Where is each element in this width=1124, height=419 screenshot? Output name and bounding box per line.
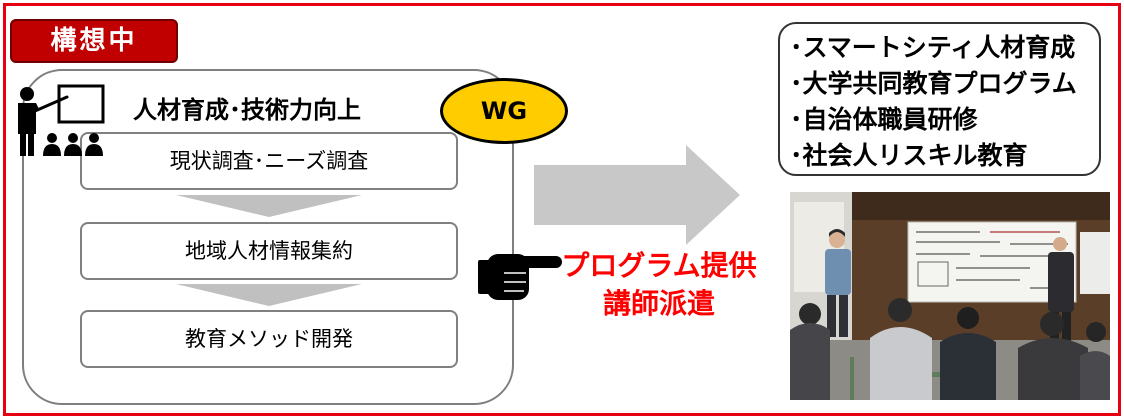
outer-frame bbox=[3, 3, 1121, 416]
provision-line-lecturer: 講師派遣 bbox=[602, 287, 715, 320]
workshop-photo bbox=[790, 192, 1110, 400]
step-method-development: 教育メソッド開発 bbox=[80, 310, 458, 368]
outcome-item: ･自治体職員研修 bbox=[790, 105, 978, 134]
pointing-hand-icon bbox=[478, 254, 562, 300]
wg-badge: WG bbox=[440, 78, 568, 144]
outcomes-box: ･スマートシティ人材育成 ･大学共同教育プログラム ･自治体職員研修 ･社会人リ… bbox=[778, 22, 1101, 176]
working-group-title: 人材育成･技術力向上 bbox=[133, 96, 361, 124]
audience bbox=[790, 298, 1110, 400]
speaker bbox=[825, 229, 851, 337]
down-arrow-icon bbox=[176, 195, 362, 217]
step-research: 現状調査･ニーズ調査 bbox=[80, 132, 458, 190]
outcome-item: ･社会人リスキル教育 bbox=[790, 141, 1028, 170]
teacher-icon bbox=[18, 84, 105, 156]
provision-text: プログラム提供 講師派遣 bbox=[556, 247, 762, 323]
down-arrow-icon bbox=[176, 284, 362, 306]
right-arrow-icon bbox=[534, 145, 740, 245]
outcome-item: ･スマートシティ人材育成 bbox=[790, 33, 1076, 62]
status-badge: 構想中 bbox=[10, 19, 178, 63]
outcome-item: ･大学共同教育プログラム bbox=[790, 69, 1077, 98]
outcomes-list: ･スマートシティ人材育成 ･大学共同教育プログラム ･自治体職員研修 ･社会人リ… bbox=[790, 30, 1099, 174]
provision-line-program: プログラム提供 bbox=[561, 249, 757, 282]
step-aggregation: 地域人材情報集約 bbox=[80, 222, 458, 280]
